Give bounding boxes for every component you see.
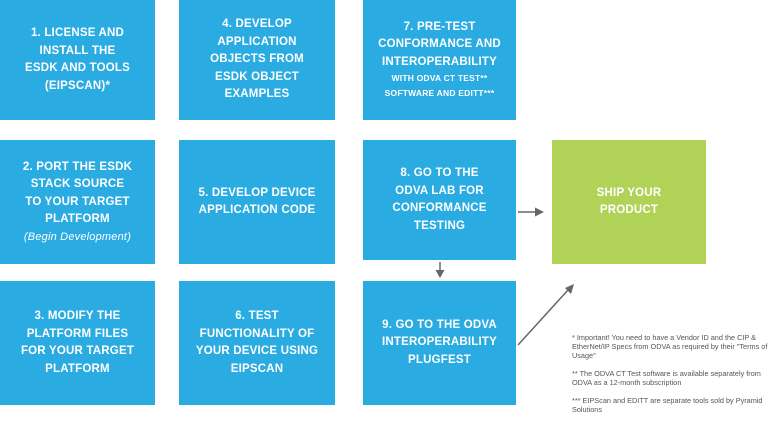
step-9-line-2: INTEROPERABILITY [381,336,497,349]
step-6-line-2: FUNCTIONALITY OF [199,327,315,340]
step-9-line-1: 9. GO TO THE ODVA [382,318,497,331]
step-6-line-1: 6. TEST [235,310,279,322]
ship-line-1: SHIP YOUR [596,186,662,199]
step-8-line-3: CONFORMANCE [392,202,487,214]
arrow-step9-to-ship [517,289,569,346]
step-7-small-line-2: SOFTWARE AND EDITT*** [384,88,495,99]
step-4-line-2: APPLICATION [217,35,297,48]
step-3-line-4: PLATFORM [45,362,110,375]
step-9-line-3: PLUGFEST [408,353,471,366]
footnote-2: ** The ODVA CT Test software is availabl… [572,369,761,387]
step-6-box: 6. TEST FUNCTIONALITY OF YOUR DEVICE USI… [179,281,335,405]
ship-line-2: PRODUCT [599,204,659,216]
step-5-box: 5. DEVELOP DEVICE APPLICATION CODE [179,140,335,264]
step-1-line-3: ESDK AND TOOLS [24,62,131,74]
footnote-1: * Important! You need to have a Vendor I… [572,333,768,360]
step-1-line-4: (EIPSCAN)* [44,79,111,92]
step-4-line-3: OBJECTS FROM [210,53,304,66]
step-1-line-2: INSTALL THE [39,44,116,57]
step-2-box: 2. PORT THE ESDK STACK SOURCE TO YOUR TA… [0,140,155,264]
step-1-line-1: 1. LICENSE AND [30,27,125,39]
step-6-line-4: EIPSCAN [230,362,284,375]
arrowhead-step8-to-ship [535,207,544,217]
step-1-box: 1. LICENSE AND INSTALL THE ESDK AND TOOL… [0,0,155,120]
footnote-3: *** EIPScan and EDITT are separate tools… [572,396,763,414]
step-7-box: 7. PRE-TEST CONFORMANCE AND INTEROPERABI… [363,0,516,120]
step-3-line-3: FOR YOUR TARGET [20,345,135,357]
step-4-line-1: 4. DEVELOP [222,18,292,31]
step-2-line-3: TO YOUR TARGET [25,195,130,208]
step-5-line-1: 5. DEVELOP DEVICE [198,186,316,199]
step-7-small-line-1: WITH ODVA CT TEST** [391,73,488,84]
step-7-line-2: CONFORMANCE AND [378,38,501,51]
ship-product-box: SHIP YOUR PRODUCT [552,140,706,264]
footnotes: * Important! You need to have a Vendor I… [572,333,777,423]
step-3-box: 3. MODIFY THE PLATFORM FILES FOR YOUR TA… [0,281,155,405]
step-7-line-1: 7. PRE-TEST [403,20,476,33]
step-2-note: (Begin Development) [23,230,132,243]
step-8-line-4: TESTING [413,219,466,232]
step-5-line-2: APPLICATION CODE [198,204,316,216]
step-2-line-4: PLATFORM [45,213,110,225]
step-3-line-1: 3. MODIFY THE [34,310,121,322]
step-8-box: 8. GO TO THE ODVA LAB FOR CONFORMANCE TE… [363,140,516,260]
step-7-line-3: INTEROPERABILITY [381,55,497,68]
step-4-line-4: ESDK OBJECT [215,70,299,83]
step-2-line-2: STACK SOURCE [30,178,125,190]
arrowhead-step8-to-step9 [435,270,445,278]
step-2-line-1: 2. PORT THE ESDK [22,160,133,173]
step-8-line-2: ODVA LAB FOR [395,184,484,197]
step-6-line-3: YOUR DEVICE USING [195,345,319,357]
step-4-line-5: EXAMPLES [224,88,290,101]
step-9-box: 9. GO TO THE ODVA INTEROPERABILITY PLUGF… [363,281,516,405]
step-8-line-1: 8. GO TO THE [400,167,479,179]
step-4-box: 4. DEVELOP APPLICATION OBJECTS FROM ESDK… [179,0,335,120]
step-3-line-2: PLATFORM FILES [26,327,129,340]
arrowhead-step9-to-ship [565,284,574,294]
